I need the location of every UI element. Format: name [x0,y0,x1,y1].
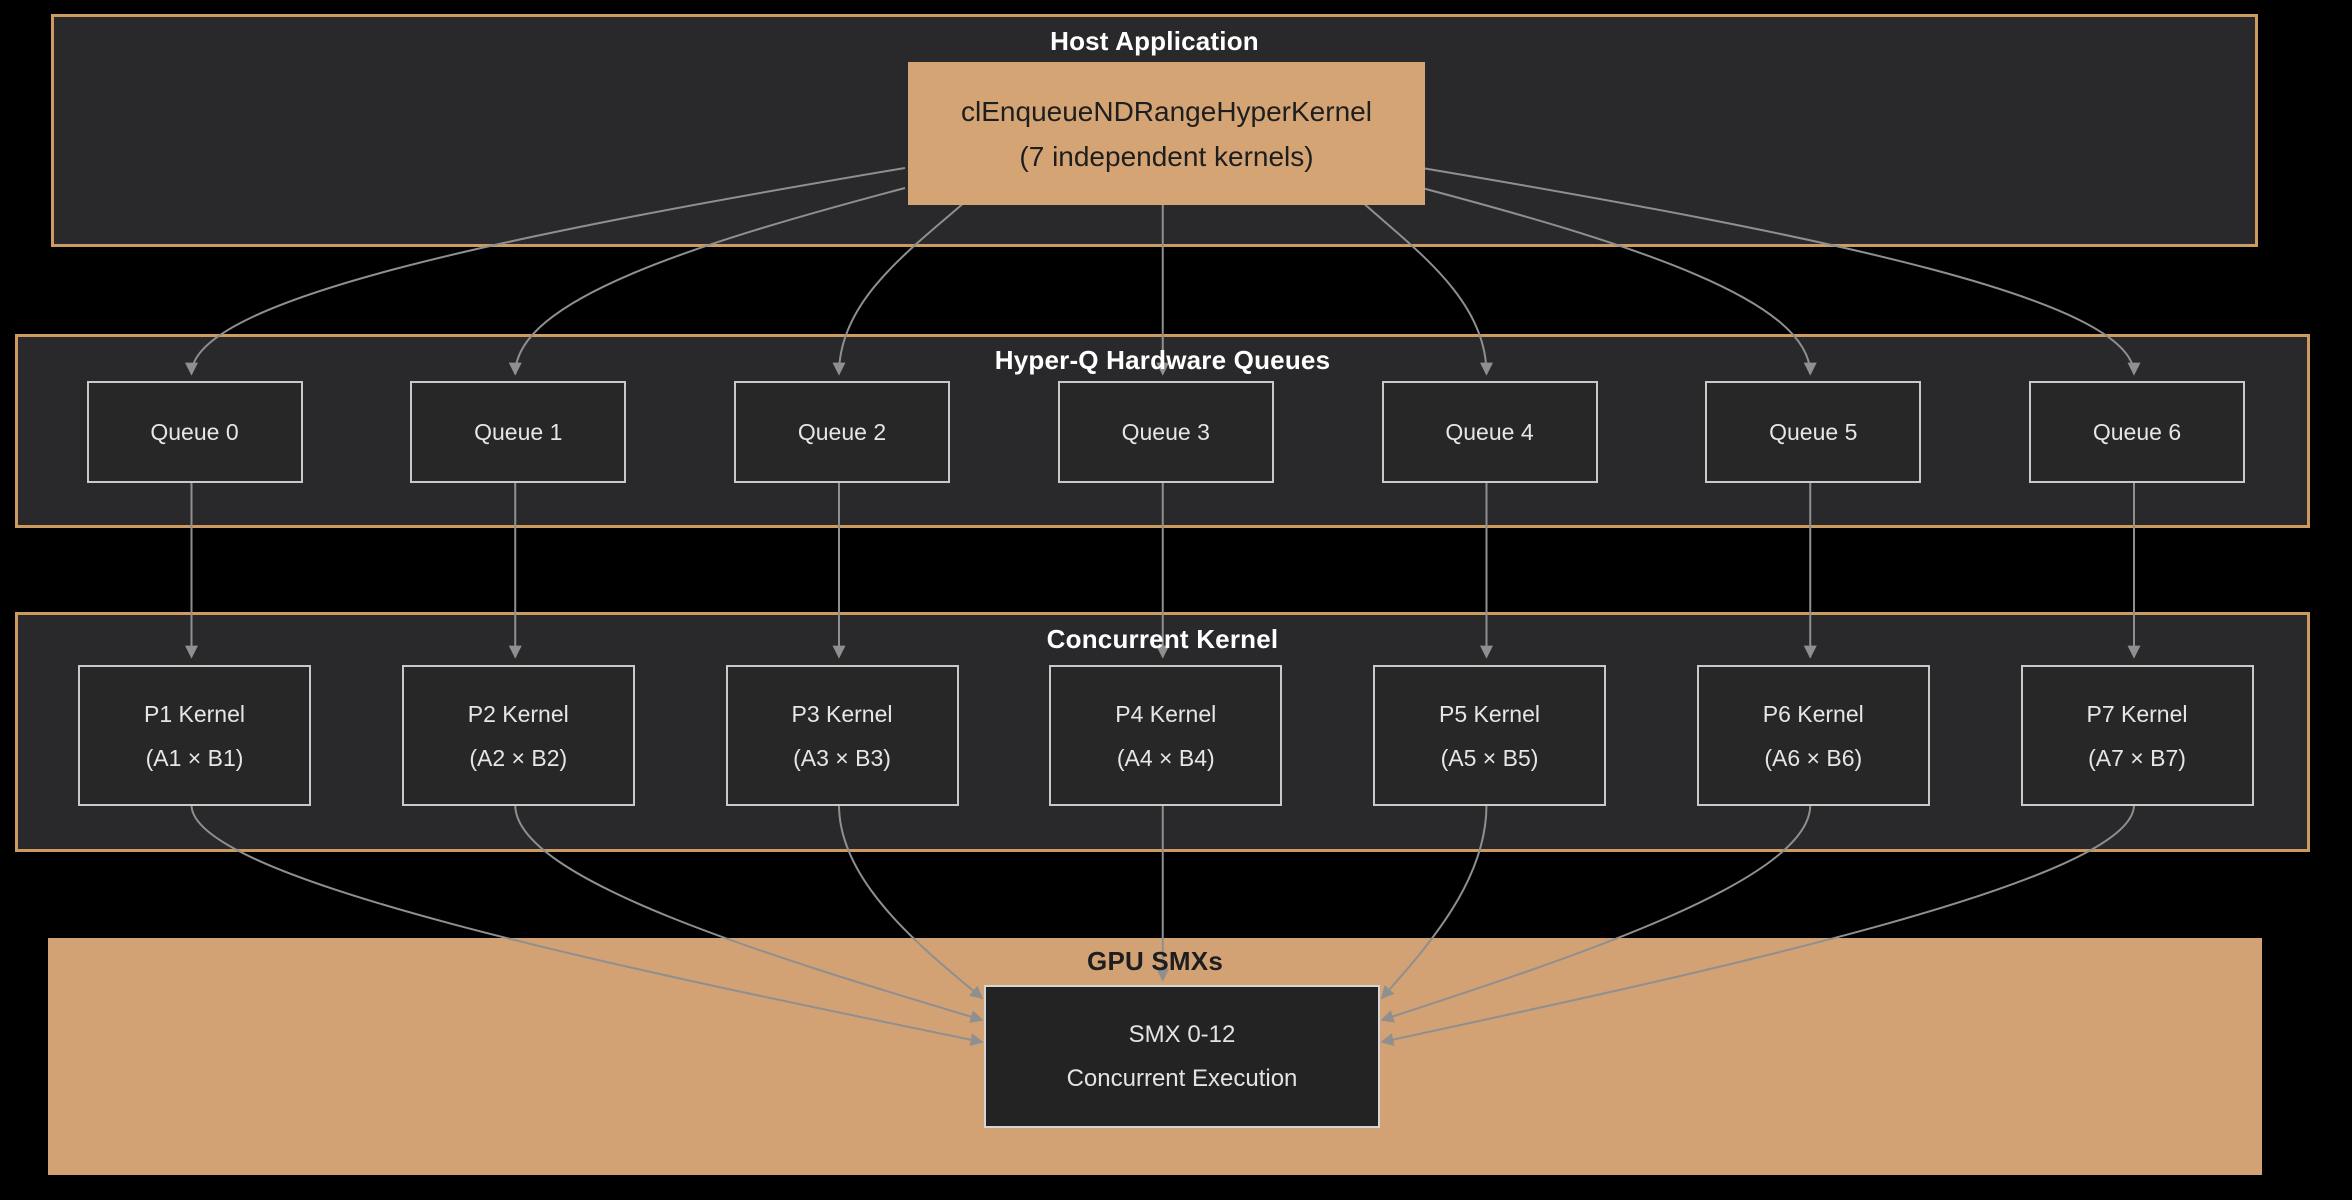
flow-arrow [1421,167,2141,376]
kernel-line1: P2 Kernel [467,700,569,727]
kernel-line1: P6 Kernel [1762,700,1864,727]
kernel-box-3: P4 Kernel (A4 × B4) [1049,665,1283,806]
flow-arrow [190,804,984,1047]
flow-arrow [508,187,906,376]
flow-arrow [1360,200,1493,376]
queue-label: Queue 4 [1445,418,1534,445]
kernel-line2: (A1 × B1) [145,744,244,771]
kernel-line1: P7 Kernel [2086,700,2188,727]
host-enqueue-call-label: clEnqueueNDRangeHyperKernel [961,95,1372,127]
kernel-line2: (A4 × B4) [1116,744,1215,771]
flow-arrow [838,804,984,1000]
kernel-line2: (A2 × B2) [469,744,568,771]
queue-label: Queue 1 [474,418,563,445]
kernel-box-6: P7 Kernel (A7 × B7) [2020,665,2254,806]
flow-arrow [1421,187,1817,376]
kernel-box-5: P6 Kernel (A6 × B6) [1696,665,1930,806]
queue-box-2: Queue 2 [734,381,950,483]
kernel-box-0: P1 Kernel (A1 × B1) [78,665,311,806]
smx-execution-label: Concurrent Execution [1066,1064,1298,1092]
queue-box-0: Queue 0 [86,381,303,483]
hyperq-panel-title: Hyper-Q Hardware Queues [994,345,1331,375]
queue-box-6: Queue 6 [2029,381,2245,483]
queue-box-5: Queue 5 [1705,381,1922,483]
kernel-line1: P3 Kernel [791,700,893,727]
host-enqueue-box: clEnqueueNDRangeHyperKernel (7 independe… [908,62,1425,205]
queue-label: Queue 0 [150,418,239,445]
flow-arrow [185,167,906,376]
queue-label: Queue 6 [2092,418,2182,445]
kernel-line1: P1 Kernel [143,700,245,727]
queue-box-1: Queue 1 [410,381,627,483]
queue-box-3: Queue 3 [1057,381,1274,483]
queue-label: Queue 5 [1769,418,1858,445]
kernel-box-2: P3 Kernel (A3 × B3) [725,665,959,806]
host-enqueue-subtitle: (7 independent kernels) [1019,140,1314,172]
kernel-line2: (A5 × B5) [1440,744,1539,771]
smx-range-label: SMX 0-12 [1128,1020,1236,1048]
smx-execution-box: SMX 0-12 Concurrent Execution [984,985,1380,1128]
queue-label: Queue 3 [1121,418,1210,445]
kernel-line2: (A6 × B6) [1764,744,1863,771]
flow-arrow [1380,804,2135,1046]
kernel-line2: (A7 × B7) [2088,744,2186,771]
kernel-line1: P5 Kernel [1438,700,1540,727]
kernel-panel-title: Concurrent Kernel [1046,624,1279,654]
host-panel-title: Host Application [1050,26,1259,56]
queue-label: Queue 2 [797,418,887,445]
flow-arrow [514,804,984,1023]
flow-arrow [832,200,967,376]
kernel-box-4: P5 Kernel (A5 × B5) [1373,665,1606,806]
gpu-smx-panel: GPU SMXs SMX 0-12 Concurrent Execution [48,938,2262,1175]
queue-box-4: Queue 4 [1381,381,1598,483]
gpu-panel-title: GPU SMXs [1087,946,1223,976]
flow-arrow [1380,804,1488,1000]
kernel-line1: P4 Kernel [1115,700,1217,727]
host-application-panel: Host Application clEnqueueNDRangeHyperKe… [51,14,2258,247]
flow-arrow [1380,804,1812,1023]
kernel-line2: (A3 × B3) [793,744,891,771]
kernel-box-1: P2 Kernel (A2 × B2) [401,665,635,806]
